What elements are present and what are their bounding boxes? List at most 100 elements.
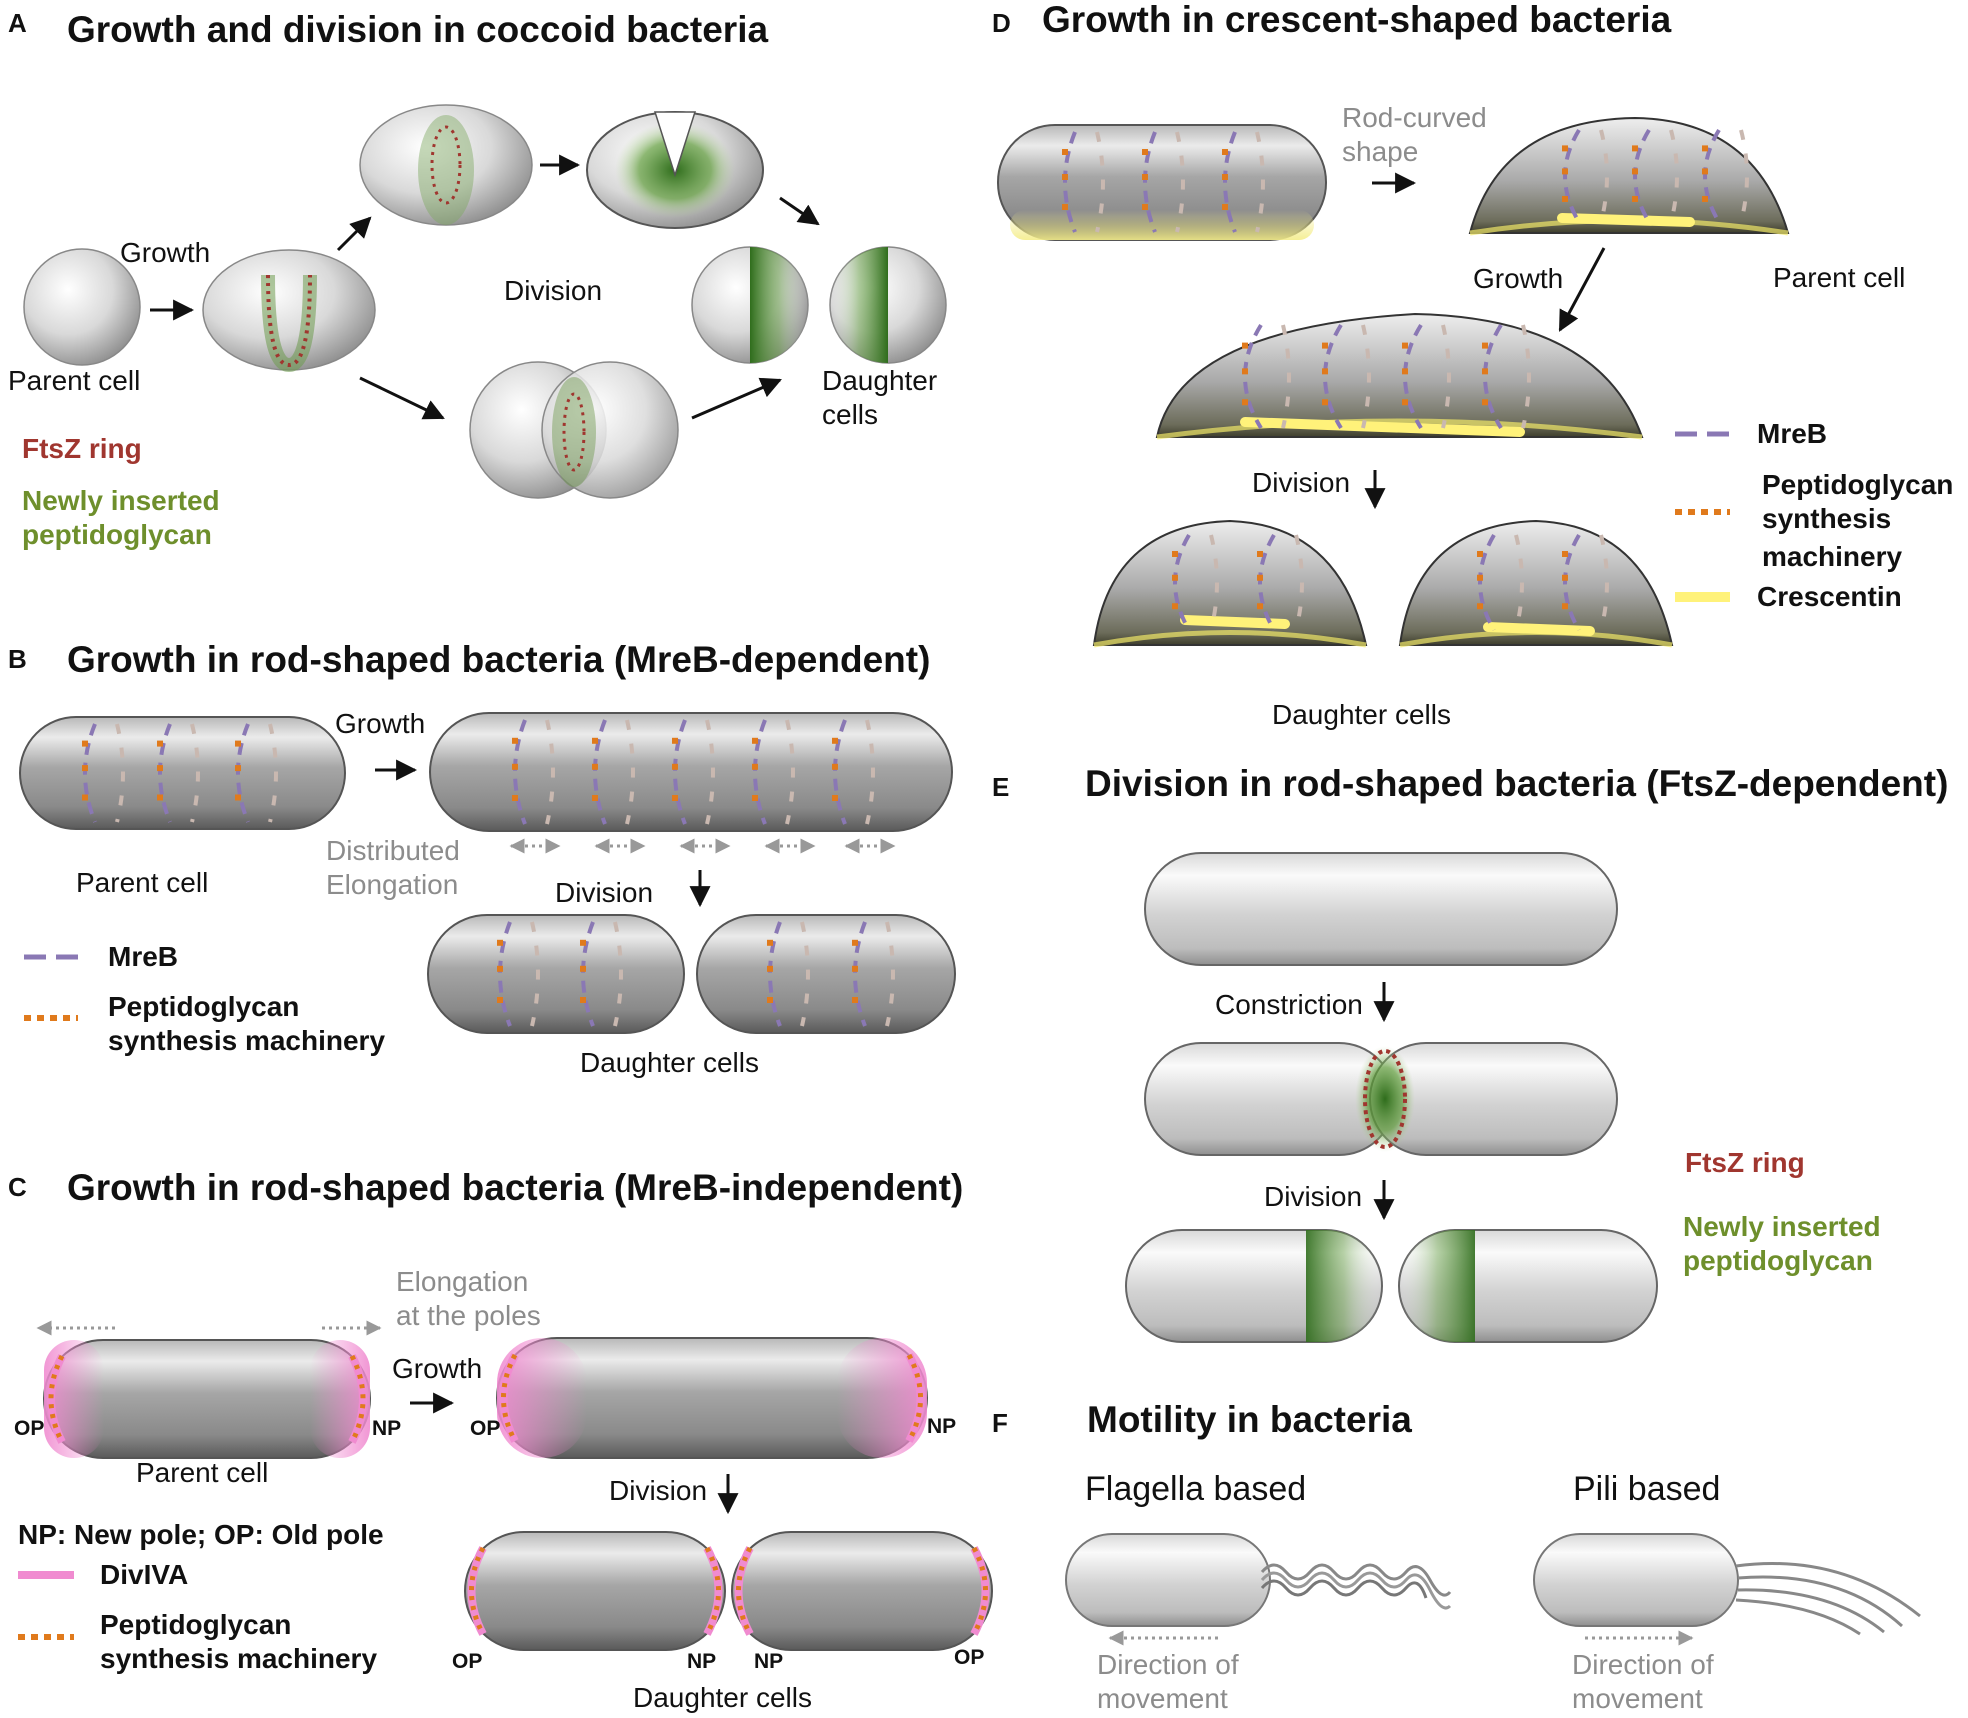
c-parent-np-pg bbox=[349, 1354, 366, 1444]
pg-synthesis-dot bbox=[1402, 342, 1408, 349]
legend-d-mreb: MreB bbox=[1757, 418, 1827, 449]
c-dr-np-pg bbox=[736, 1546, 753, 1636]
pg-synthesis-dot bbox=[832, 737, 838, 744]
pg-synthesis-dot bbox=[1172, 551, 1178, 557]
mreb-back-filament bbox=[1599, 129, 1609, 223]
pg-synthesis-dot bbox=[157, 794, 163, 801]
mreb-back-filament bbox=[1739, 129, 1749, 223]
pg-synthesis-dot bbox=[852, 965, 858, 972]
d-grown-mreb bbox=[1242, 323, 1531, 430]
legend-e-pg-1: Newly inserted bbox=[1683, 1211, 1881, 1242]
mreb-filament bbox=[1063, 131, 1077, 233]
panel-e: E Division in rod-shaped bacteria (FtsZ-… bbox=[992, 763, 1948, 1343]
panel-a: A Growth and division in coccoid bacteri… bbox=[8, 8, 947, 550]
coccoid-arrow-to-daughters-bottom bbox=[691, 377, 782, 420]
pg-synthesis-dot bbox=[1172, 574, 1178, 581]
d-rod-mreb bbox=[1062, 131, 1265, 233]
pg-synthesis-dot bbox=[497, 965, 503, 972]
pg-synthesis-dot bbox=[672, 737, 678, 744]
mreb-back-filament bbox=[800, 921, 810, 1027]
c-grown-op-pink bbox=[497, 1338, 587, 1458]
f-pili-label: Pili based bbox=[1573, 1470, 1720, 1508]
pg-synthesis-dot bbox=[235, 740, 241, 747]
pg-synthesis-dot bbox=[852, 939, 858, 946]
mreb-back-filament bbox=[1441, 324, 1451, 429]
pg-synthesis-dot bbox=[767, 939, 773, 946]
f-pili-direction-2: movement bbox=[1572, 1683, 1703, 1714]
mreb-filament bbox=[236, 723, 250, 823]
c-dl-op-pg bbox=[469, 1546, 486, 1636]
coccoid-ftsz-ring bbox=[266, 274, 312, 368]
panel-a-title: Growth and division in coccoid bacteria bbox=[67, 9, 768, 50]
mreb-filament bbox=[853, 921, 867, 1027]
coccoid-growth-label: Growth bbox=[120, 237, 210, 268]
panel-b-letter: B bbox=[8, 644, 27, 674]
legend-b-pg-2: synthesis machinery bbox=[108, 1025, 385, 1056]
pg-synthesis-dot bbox=[1062, 204, 1068, 210]
mreb-filament bbox=[1223, 131, 1237, 233]
mreb-back-filament bbox=[885, 921, 895, 1027]
legend-d-pg-1: Peptidoglycan bbox=[1762, 469, 1953, 500]
mreb-filament bbox=[1563, 533, 1581, 632]
mreb-back-filament bbox=[1361, 324, 1371, 429]
mreb-back-filament bbox=[1281, 324, 1291, 429]
panel-c: C Growth in rod-shaped bacteria (MreB-in… bbox=[8, 1167, 993, 1713]
pg-synthesis-dot bbox=[580, 939, 586, 946]
coccoid-daughter-label-2: cells bbox=[822, 399, 878, 430]
pg-synthesis-dot bbox=[1257, 574, 1263, 581]
coccoid-daughter-label-1: Daughter bbox=[822, 365, 937, 396]
mreb-filament bbox=[593, 719, 607, 825]
f-flagella-label: Flagella based bbox=[1085, 1470, 1306, 1508]
coccoid-elongated-cell bbox=[359, 104, 533, 226]
legend-b-pg-1: Peptidoglycan bbox=[108, 991, 299, 1022]
mreb-back-filament bbox=[1209, 534, 1219, 631]
mreb-back-filament bbox=[1095, 131, 1105, 233]
d-parent-mreb bbox=[1562, 128, 1749, 224]
legend-d-pg-3: machinery bbox=[1762, 541, 1902, 572]
mreb-filament bbox=[1173, 533, 1191, 632]
b-daughter-mreb bbox=[497, 921, 895, 1027]
b-daughter-left bbox=[427, 914, 685, 1034]
pg-synthesis-dot bbox=[1322, 399, 1328, 406]
pg-synthesis-dot bbox=[752, 763, 758, 770]
pg-synthesis-dot bbox=[1242, 368, 1248, 375]
pg-synthesis-dot bbox=[1242, 399, 1248, 406]
c-parent-label: Parent cell bbox=[136, 1457, 268, 1488]
mreb-filament bbox=[1258, 533, 1276, 632]
mreb-back-filament bbox=[115, 723, 125, 823]
pg-synthesis-dot bbox=[1562, 574, 1568, 581]
mreb-back-filament bbox=[190, 723, 200, 823]
pg-synthesis-dot bbox=[1562, 603, 1568, 610]
mreb-filament bbox=[1478, 533, 1496, 632]
d-division-label: Division bbox=[1252, 467, 1350, 498]
mreb-filament bbox=[1703, 128, 1721, 224]
pg-synthesis-dot bbox=[1702, 145, 1708, 152]
pg-synthesis-dot bbox=[1062, 174, 1068, 180]
coccoid-arrow-up bbox=[336, 216, 372, 252]
pg-synthesis-dot bbox=[1142, 174, 1148, 180]
mreb-back-filament bbox=[268, 723, 278, 823]
pg-synthesis-dot bbox=[1142, 204, 1148, 210]
pg-synthesis-dot bbox=[1242, 342, 1248, 349]
c-grown-np-pg bbox=[906, 1353, 923, 1443]
legend-b-mreb: MreB bbox=[108, 941, 178, 972]
b-grown-rod bbox=[429, 712, 953, 832]
c-parent-op-pg bbox=[48, 1354, 65, 1444]
d-grown-base-glow bbox=[1156, 418, 1643, 440]
mreb-back-filament bbox=[1521, 324, 1531, 429]
mreb-back-filament bbox=[1255, 131, 1265, 233]
c-growth-label: Growth bbox=[392, 1353, 482, 1384]
pg-synthesis-dot bbox=[592, 737, 598, 744]
mreb-back-filament bbox=[705, 719, 715, 825]
pg-synthesis-dot bbox=[1562, 168, 1568, 175]
coccoid-septum-notch bbox=[653, 111, 697, 178]
pg-synthesis-dot bbox=[767, 965, 773, 972]
pg-synthesis-dot bbox=[497, 997, 503, 1003]
mreb-filament bbox=[833, 719, 847, 825]
pg-synthesis-dot bbox=[512, 763, 518, 770]
f-pili-direction-1: Direction of bbox=[1572, 1649, 1714, 1680]
mreb-filament bbox=[768, 921, 782, 1027]
d-rodcurved-1: Rod-curved bbox=[1342, 102, 1487, 133]
mreb-filament bbox=[673, 719, 687, 825]
